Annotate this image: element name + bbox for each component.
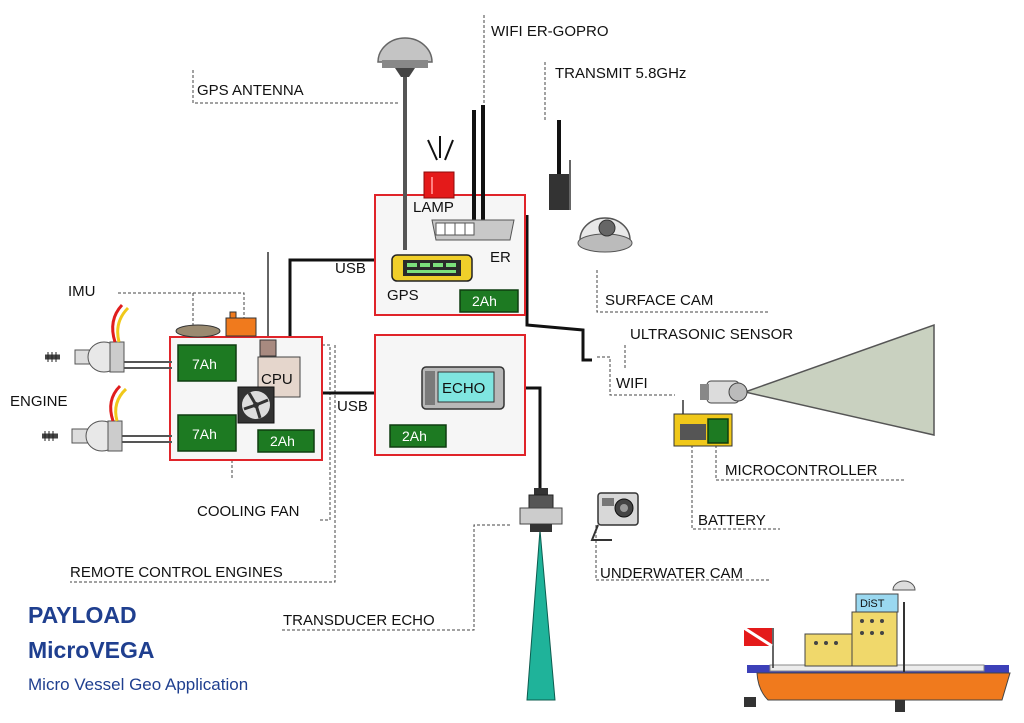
usb-top-label: USB — [335, 260, 366, 277]
battery-main-small-icon: 2Ah — [257, 429, 315, 453]
gps-antenna-icon — [377, 37, 433, 250]
microcontroller-icon — [673, 400, 733, 447]
er-antennas-icon — [472, 105, 485, 222]
underwater-cam-icon — [590, 492, 639, 541]
imu-label: IMU — [68, 283, 96, 300]
engine-bottom-icon — [42, 384, 172, 452]
dist-label: DiST — [860, 598, 885, 610]
battery-gps-icon: 2Ah — [459, 289, 519, 313]
battery-main-top-icon: 7Ah — [177, 344, 237, 382]
microcontroller-label: MICROCONTROLLER — [725, 462, 878, 479]
title-microvega: MicroVEGA — [28, 637, 155, 663]
transmitter-icon — [549, 120, 569, 210]
gps-unit-icon — [391, 254, 473, 282]
cooling-fan-label: COOLING FAN — [197, 503, 300, 520]
router-icon — [431, 219, 515, 241]
svg-text:2Ah: 2Ah — [472, 293, 497, 309]
er-label: ER — [490, 249, 511, 266]
battery-echo-icon: 2Ah — [389, 424, 447, 448]
svg-text:CPU: CPU — [261, 371, 293, 388]
wifi-er-gopro-label: WIFI ER-GOPRO — [491, 23, 609, 40]
cooling-fan-icon — [237, 386, 275, 424]
vessel-icon — [743, 580, 1011, 712]
battery-label: BATTERY — [698, 512, 766, 529]
surface-cam-icon — [577, 217, 633, 253]
ultrasonic-sensor-label: ULTRASONIC SENSOR — [630, 326, 793, 343]
echo-sounder-icon: ECHO — [421, 366, 505, 410]
svg-text:7Ah: 7Ah — [192, 356, 217, 372]
engine-top-icon — [45, 303, 172, 373]
engine-label: ENGINE — [10, 393, 68, 410]
sonar-beam — [526, 529, 556, 701]
gps-label: GPS — [387, 287, 419, 304]
battery-main-bottom-icon: 7Ah — [177, 414, 237, 452]
svg-text:2Ah: 2Ah — [270, 433, 295, 449]
receiver-icon — [259, 339, 277, 357]
title-payload: PAYLOAD — [28, 602, 137, 628]
title-subtitle: Micro Vessel Geo Application — [28, 675, 248, 694]
svg-text:7Ah: 7Ah — [192, 426, 217, 442]
transducer-echo-label: TRANSDUCER ECHO — [283, 612, 435, 629]
transmit-label: TRANSMIT 5.8GHz — [555, 65, 686, 82]
svg-text:ECHO: ECHO — [442, 380, 485, 397]
lamp-icon — [423, 136, 455, 199]
imu-icon — [175, 311, 257, 338]
underwater-cam-label: UNDERWATER CAM — [600, 565, 743, 582]
ultrasonic-sensor-icon — [700, 380, 748, 404]
gps-antenna-label: GPS ANTENNA — [197, 82, 304, 99]
ultrasonic-beam — [742, 323, 935, 436]
lamp-label: LAMP — [413, 199, 454, 216]
remote-control-engines-label: REMOTE CONTROL ENGINES — [70, 564, 283, 581]
transducer-icon — [519, 488, 563, 532]
usb-bottom-label: USB — [337, 398, 368, 415]
wifi-label: WIFI — [616, 375, 648, 392]
surface-cam-label: SURFACE CAM — [605, 292, 713, 309]
svg-text:2Ah: 2Ah — [402, 428, 427, 444]
